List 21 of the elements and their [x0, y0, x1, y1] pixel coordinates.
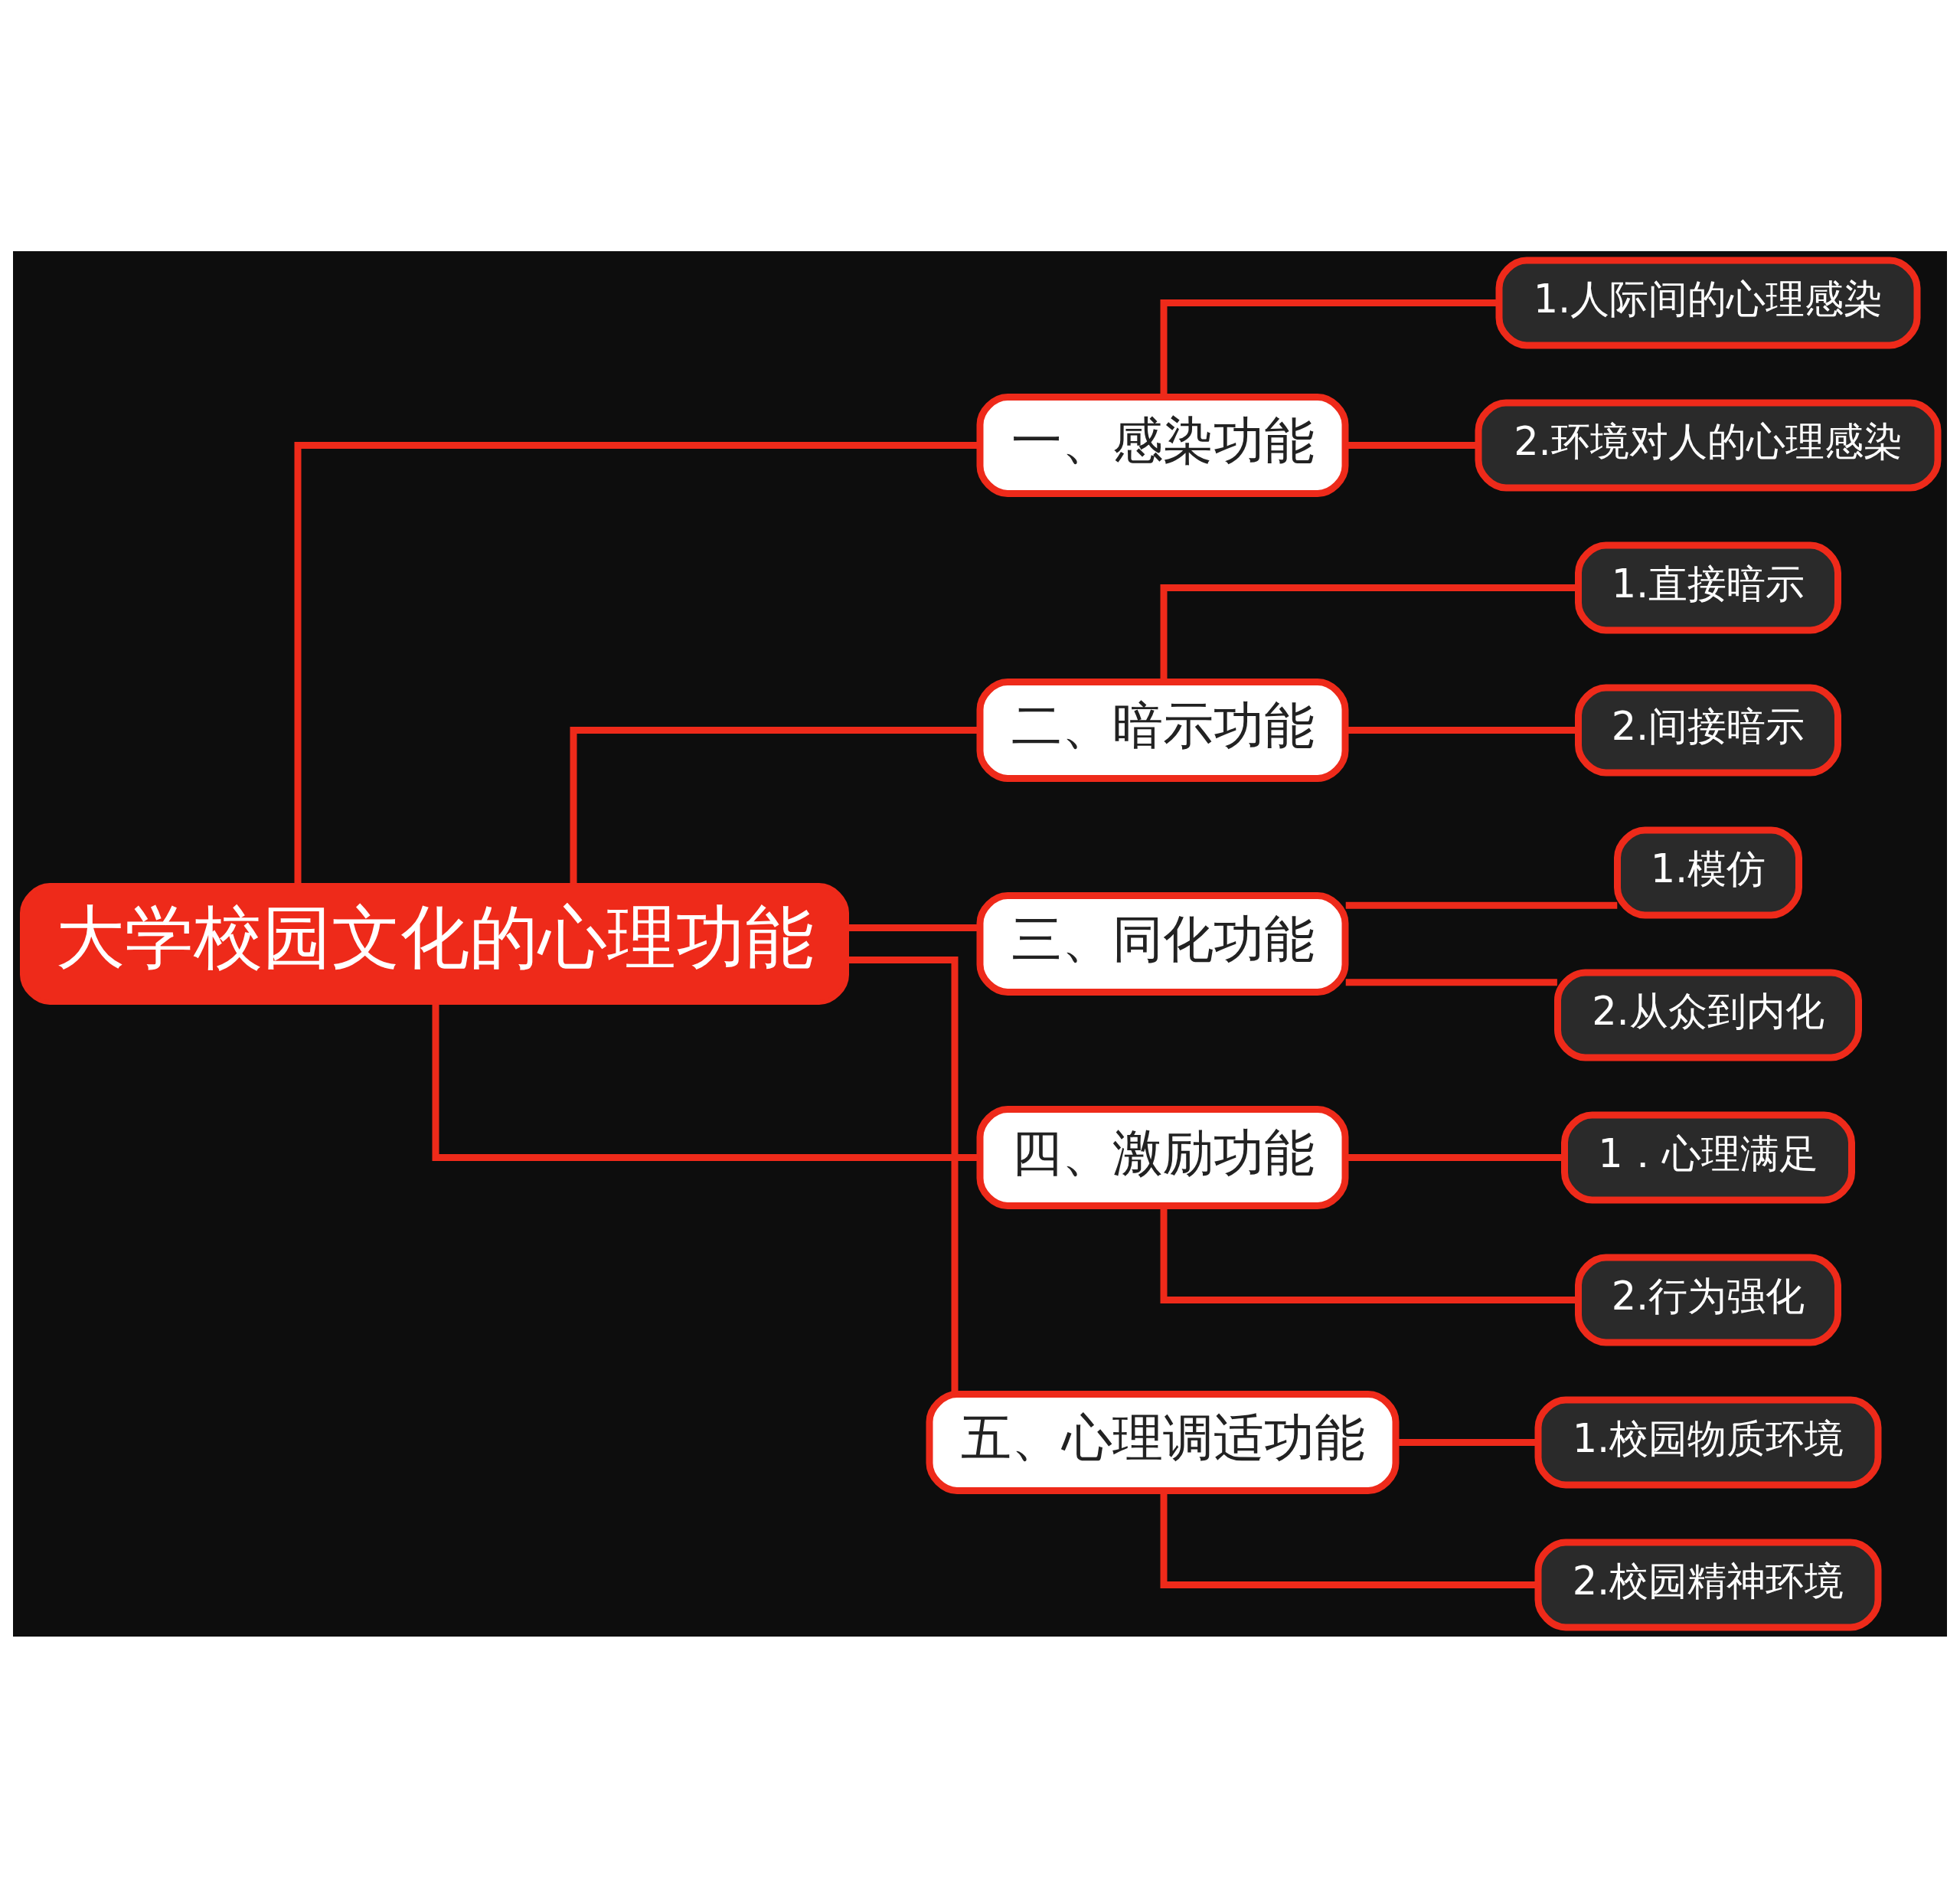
node-box: 大学校园文化的心理功能 [20, 882, 849, 1005]
node-box: 2.间接暗示 [1575, 684, 1841, 776]
node-box: 四、激励功能 [976, 1105, 1349, 1209]
node-box: 1.模仿 [1614, 826, 1802, 918]
node-box: 五、心理调适功能 [926, 1390, 1400, 1494]
node-box: 1．心理满足 [1561, 1111, 1855, 1203]
node-box: 2.环境对人的心理感染 [1475, 399, 1942, 491]
node-box: 2.从众到内化 [1554, 969, 1862, 1061]
node-box: 2.行为强化 [1575, 1254, 1841, 1346]
node-box: 1.人际间的心理感染 [1495, 257, 1921, 348]
connector [1345, 901, 1618, 909]
node-box: 三、同化功能 [976, 891, 1349, 996]
node-box: 二、暗示功能 [976, 678, 1349, 782]
connector [432, 1002, 979, 1161]
node-box: 一、感染功能 [976, 393, 1349, 497]
connector [847, 956, 959, 1394]
node-box: 1.直接暗示 [1575, 541, 1841, 633]
node-box: 2.校园精神环境 [1534, 1539, 1882, 1630]
connector [1345, 978, 1557, 986]
node-box: 1.校园物质环境 [1534, 1396, 1882, 1488]
connector [294, 441, 979, 885]
